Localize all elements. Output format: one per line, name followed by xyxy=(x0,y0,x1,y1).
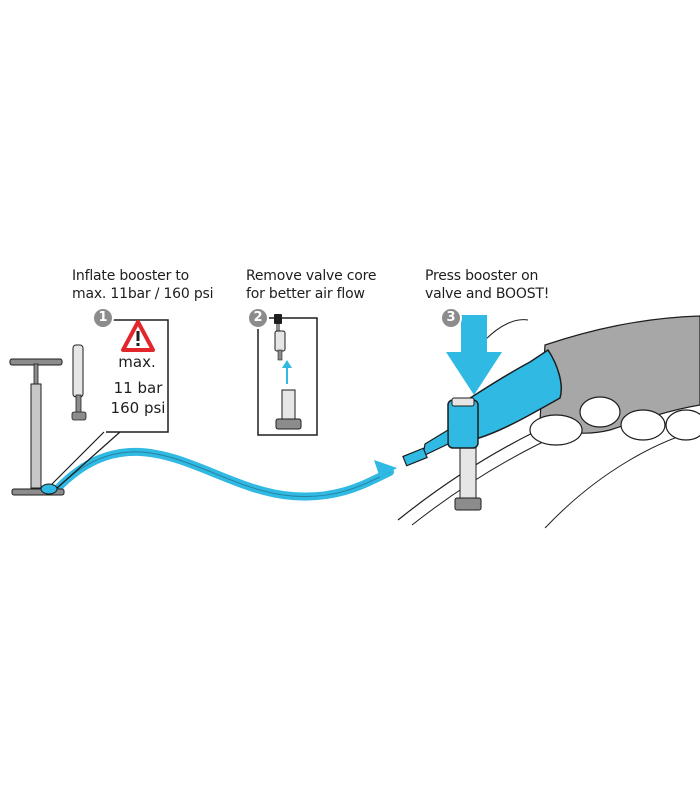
booster-icon xyxy=(71,344,87,421)
step1-number: 1 xyxy=(98,310,108,325)
warning-psi-value: 160 psi xyxy=(110,399,166,417)
hose-icon xyxy=(54,447,394,501)
warning-triangle-icon xyxy=(121,320,155,352)
valve-core-icon xyxy=(274,314,292,384)
step2-panel xyxy=(247,307,318,436)
valve-stem-icon xyxy=(275,389,302,430)
step3-caption: Press booster on valve and BOOST! xyxy=(425,267,549,303)
warning-max-label: max. xyxy=(118,353,156,371)
step2-caption: Remove valve core for better air flow xyxy=(246,267,376,303)
press-arrow-icon xyxy=(446,315,502,395)
step1-caption-line1: Inflate booster to xyxy=(72,268,190,284)
flow-arrow-icon xyxy=(374,460,397,478)
step1-caption: Inflate booster to max. 11bar / 160 psi xyxy=(72,267,214,303)
step3-number: 3 xyxy=(446,310,456,325)
step2-number: 2 xyxy=(253,310,263,325)
step1-panel xyxy=(51,307,169,489)
step3-badge xyxy=(440,307,462,329)
warning-bar-value: 11 bar xyxy=(113,379,163,397)
step3-caption-line1: Press booster on xyxy=(425,268,539,284)
step1-caption-line2: max. 11bar / 160 psi xyxy=(72,286,214,302)
step2-caption-line1: Remove valve core xyxy=(246,268,377,284)
hand-icon xyxy=(484,315,700,446)
floor-pump-icon xyxy=(9,358,65,496)
step3-caption-line2: valve and BOOST! xyxy=(425,286,550,302)
step2-caption-line2: for better air flow xyxy=(246,286,365,302)
booster-icon xyxy=(402,348,562,467)
